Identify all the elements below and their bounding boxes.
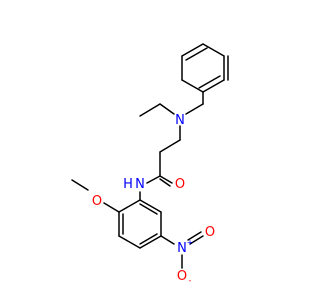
- bond: [139, 235, 162, 249]
- amide-hydrogen-label: H: [123, 177, 133, 192]
- anisole-ring: [118, 199, 162, 249]
- bond: [185, 47, 208, 61]
- nitro-nitrogen-label: N: [177, 241, 187, 256]
- bond: [160, 235, 175, 245]
- bond: [71, 179, 89, 191]
- bond: [139, 233, 158, 245]
- bond: [185, 103, 204, 115]
- bond: [118, 199, 141, 213]
- nitro-oxygen-charge: -: [189, 276, 192, 285]
- molecule-structure: N N H O O N + O O -: [71, 43, 229, 285]
- nitro-oxygen-bottom-label: O: [177, 269, 187, 284]
- bond: [103, 202, 120, 213]
- bond: [187, 231, 202, 241]
- bond: [159, 178, 171, 187]
- bond: [181, 43, 204, 57]
- bond: [139, 203, 158, 215]
- carbonyl-oxygen-label: O: [175, 177, 185, 192]
- bond: [159, 175, 173, 184]
- nitro-nitrogen-charge: +: [187, 238, 194, 247]
- nitro-oxygen-top-label: O: [205, 225, 215, 240]
- bond: [159, 139, 181, 153]
- bond: [181, 79, 204, 93]
- phenyl-ring: [181, 43, 229, 93]
- bond: [139, 103, 161, 117]
- structure-canvas: N N H O O N + O O -: [71, 43, 229, 285]
- bond: [189, 235, 204, 245]
- bond: [146, 175, 161, 184]
- bond: [139, 199, 162, 213]
- amide-nitrogen-label: N: [135, 177, 145, 192]
- bond: [198, 75, 221, 89]
- bond: [202, 79, 225, 93]
- bond: [202, 43, 225, 57]
- methoxy-oxygen-label: O: [92, 194, 102, 209]
- bond: [118, 235, 141, 249]
- bond: [159, 103, 175, 115]
- amine-nitrogen-label: N: [175, 113, 185, 128]
